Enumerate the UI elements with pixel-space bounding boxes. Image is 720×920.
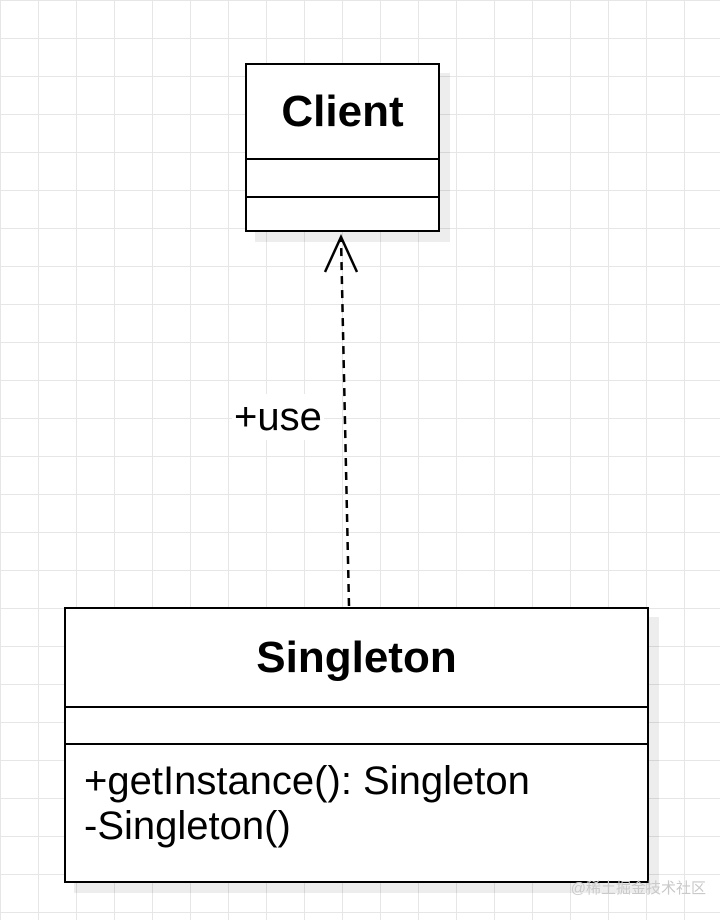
operation-item: +getInstance(): Singleton [84,759,530,803]
client-class[interactable]: Client [245,63,440,232]
class-name: Singleton [256,633,457,682]
operation-item: -Singleton() [84,804,291,848]
attributes-compartment [247,158,438,196]
attributes-compartment [66,706,647,743]
watermark: @稀土掘金技术社区 [570,880,706,897]
singleton-class[interactable]: Singleton +getInstance(): Singleton -Sin… [64,607,649,883]
class-name: Client [281,87,404,136]
open-arrowhead [323,233,359,273]
operations-compartment [247,196,438,231]
relationship-label: +use [232,394,324,440]
dependency-line [339,238,351,607]
operations-compartment: +getInstance(): Singleton -Singleton() [66,743,647,849]
